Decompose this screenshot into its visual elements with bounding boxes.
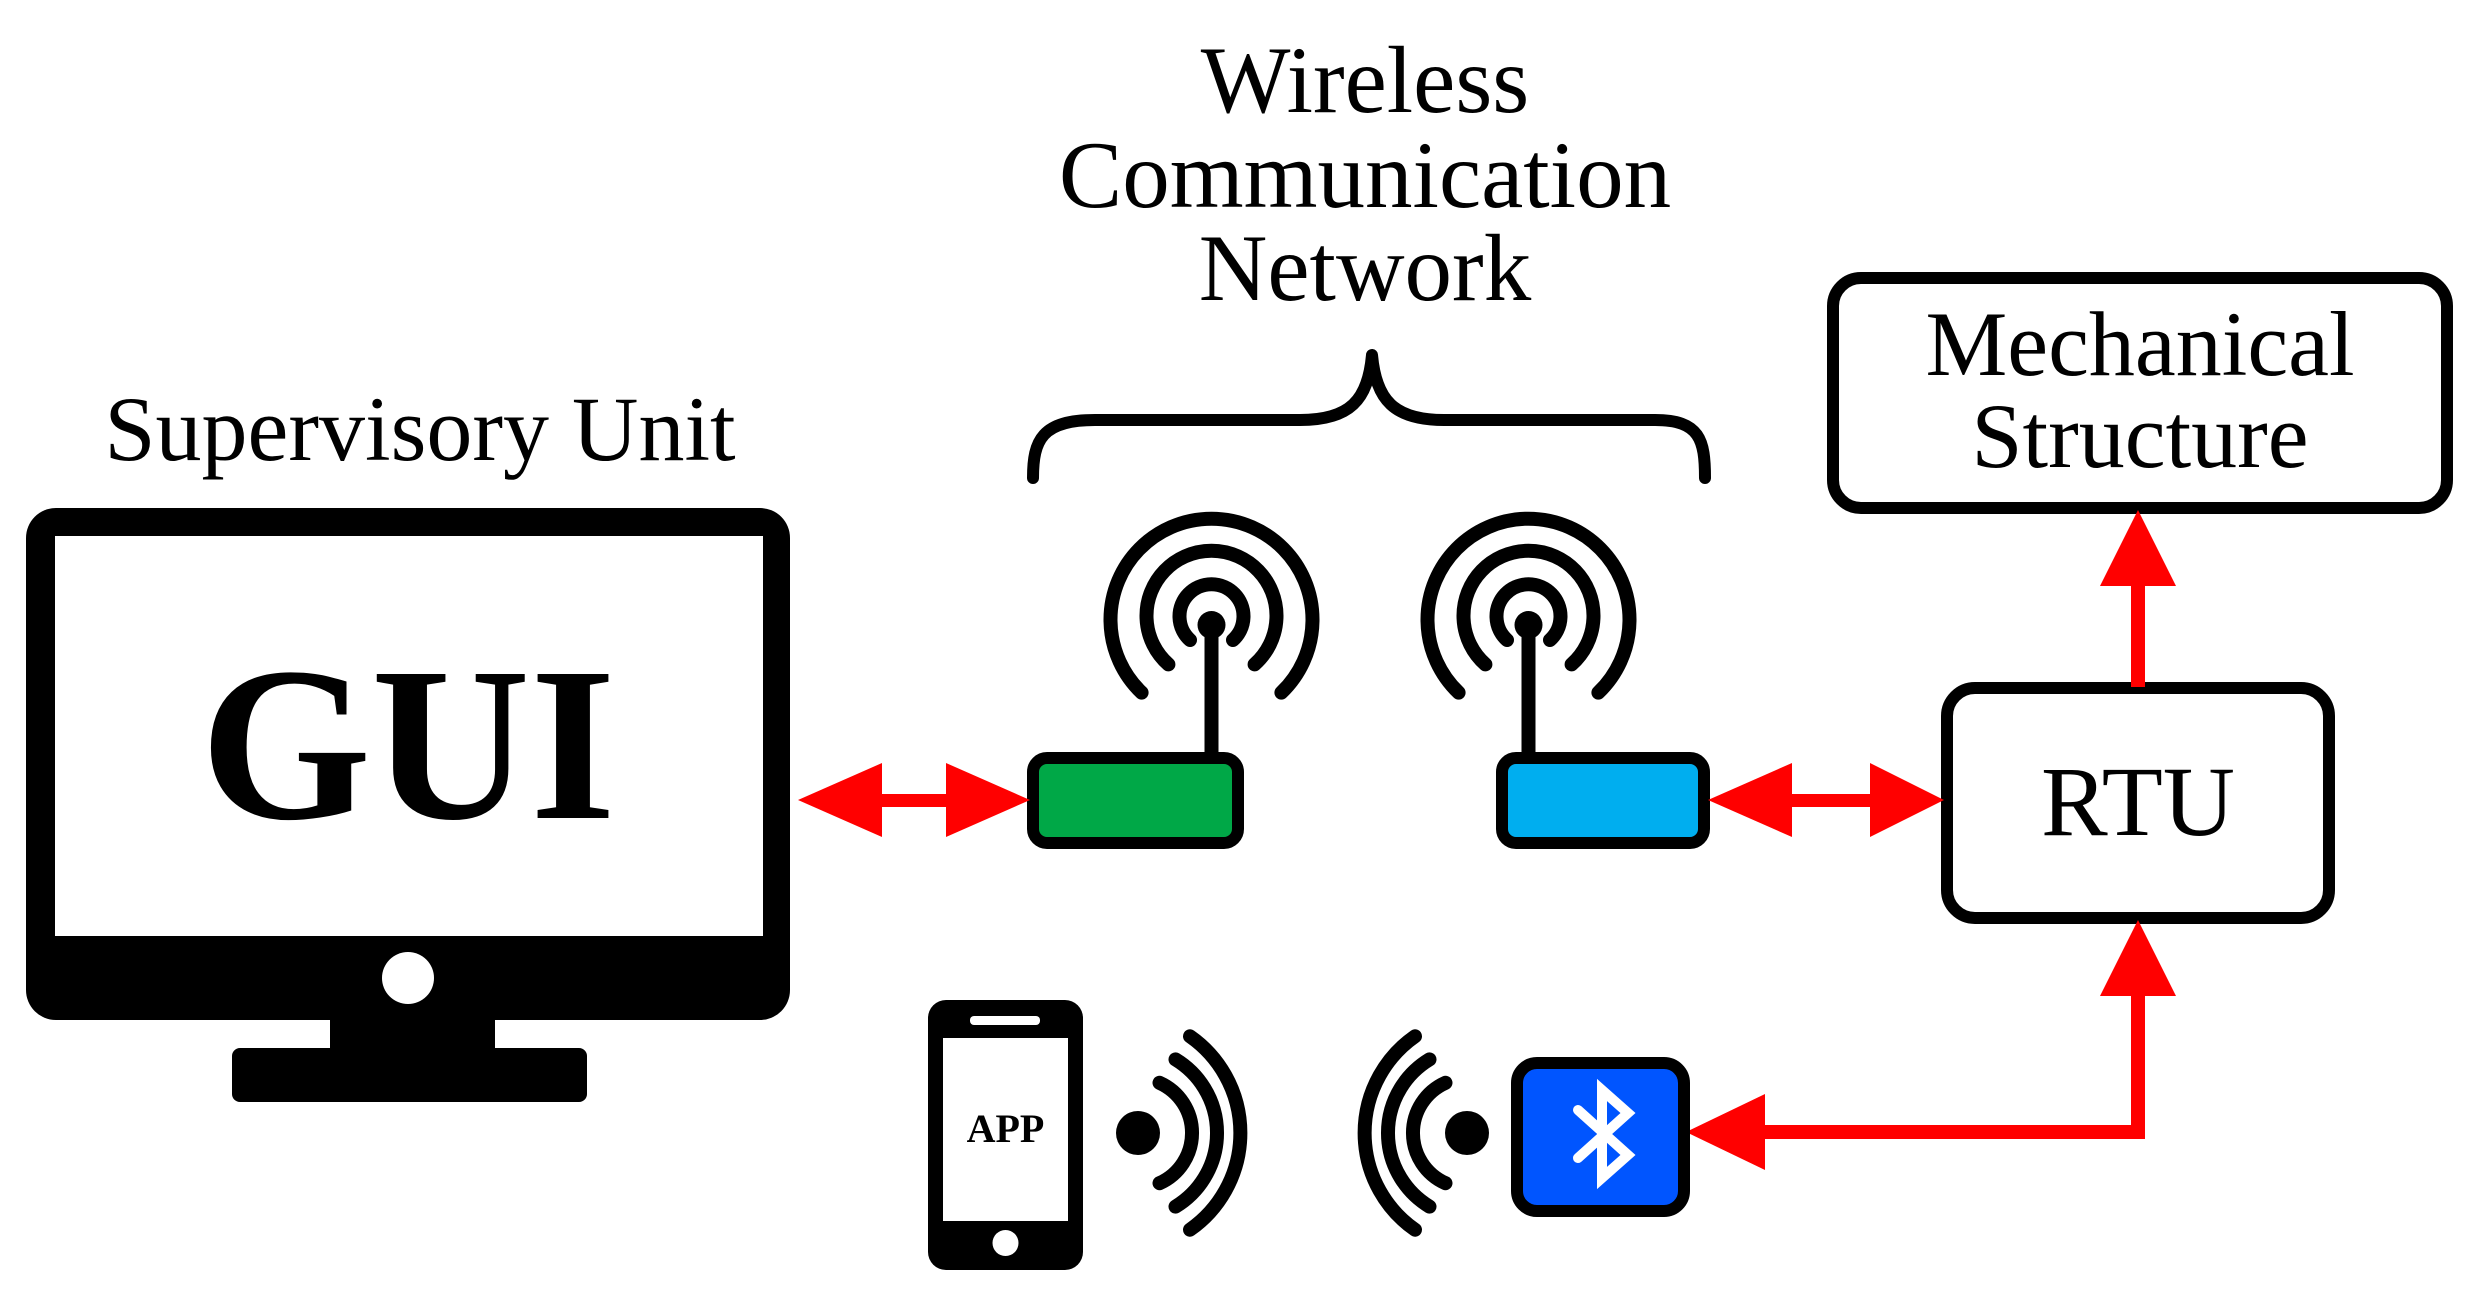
arrow-bluetooth-rtu	[1686, 920, 2176, 1170]
monitor-icon	[26, 508, 790, 1102]
router-left-body	[1027, 752, 1244, 849]
gui-label: GUI	[200, 622, 616, 866]
network-title-line1: Wireless	[1201, 27, 1530, 133]
router-left	[1027, 511, 1320, 849]
smartphone-icon	[928, 1000, 1083, 1270]
bluetooth-icon	[1573, 1078, 1636, 1190]
supervisory-unit-title: Supervisory Unit	[104, 378, 736, 480]
network-title-line3: Network	[1199, 215, 1532, 321]
phone-screen	[943, 1038, 1068, 1221]
arrows	[798, 510, 2176, 1170]
mechanical-line1: Mechanical	[1925, 293, 2354, 395]
router-right	[1420, 511, 1710, 849]
monitor-stand	[232, 1048, 587, 1102]
monitor-screen	[55, 536, 763, 936]
arrow-monitor-router	[798, 763, 1030, 837]
mechanical-structure-box	[1827, 272, 2453, 514]
arrow-router-rtu	[1708, 763, 1944, 837]
rtu-label: RTU	[2041, 746, 2235, 857]
arrow-rtu-mechanical	[2100, 510, 2176, 687]
curly-brace	[1027, 349, 1711, 484]
network-title-line2: Communication	[1059, 122, 1671, 228]
signal-waves-icon	[1357, 1029, 1489, 1237]
app-label: APP	[967, 1106, 1045, 1151]
network-title: Wireless Communication Network	[1059, 27, 1671, 321]
wifi-antenna-icon	[1420, 511, 1637, 765]
monitor-power-led	[382, 952, 434, 1004]
phone-home-button	[992, 1230, 1019, 1256]
phone-speaker	[970, 1016, 1040, 1025]
signal-waves-icon	[1116, 1029, 1248, 1237]
mechanical-line2: Structure	[1971, 385, 2308, 487]
router-right-body	[1496, 752, 1710, 849]
wifi-antenna-icon	[1103, 511, 1320, 765]
rtu-box	[1941, 682, 2335, 924]
bluetooth-module	[1511, 1057, 1690, 1217]
